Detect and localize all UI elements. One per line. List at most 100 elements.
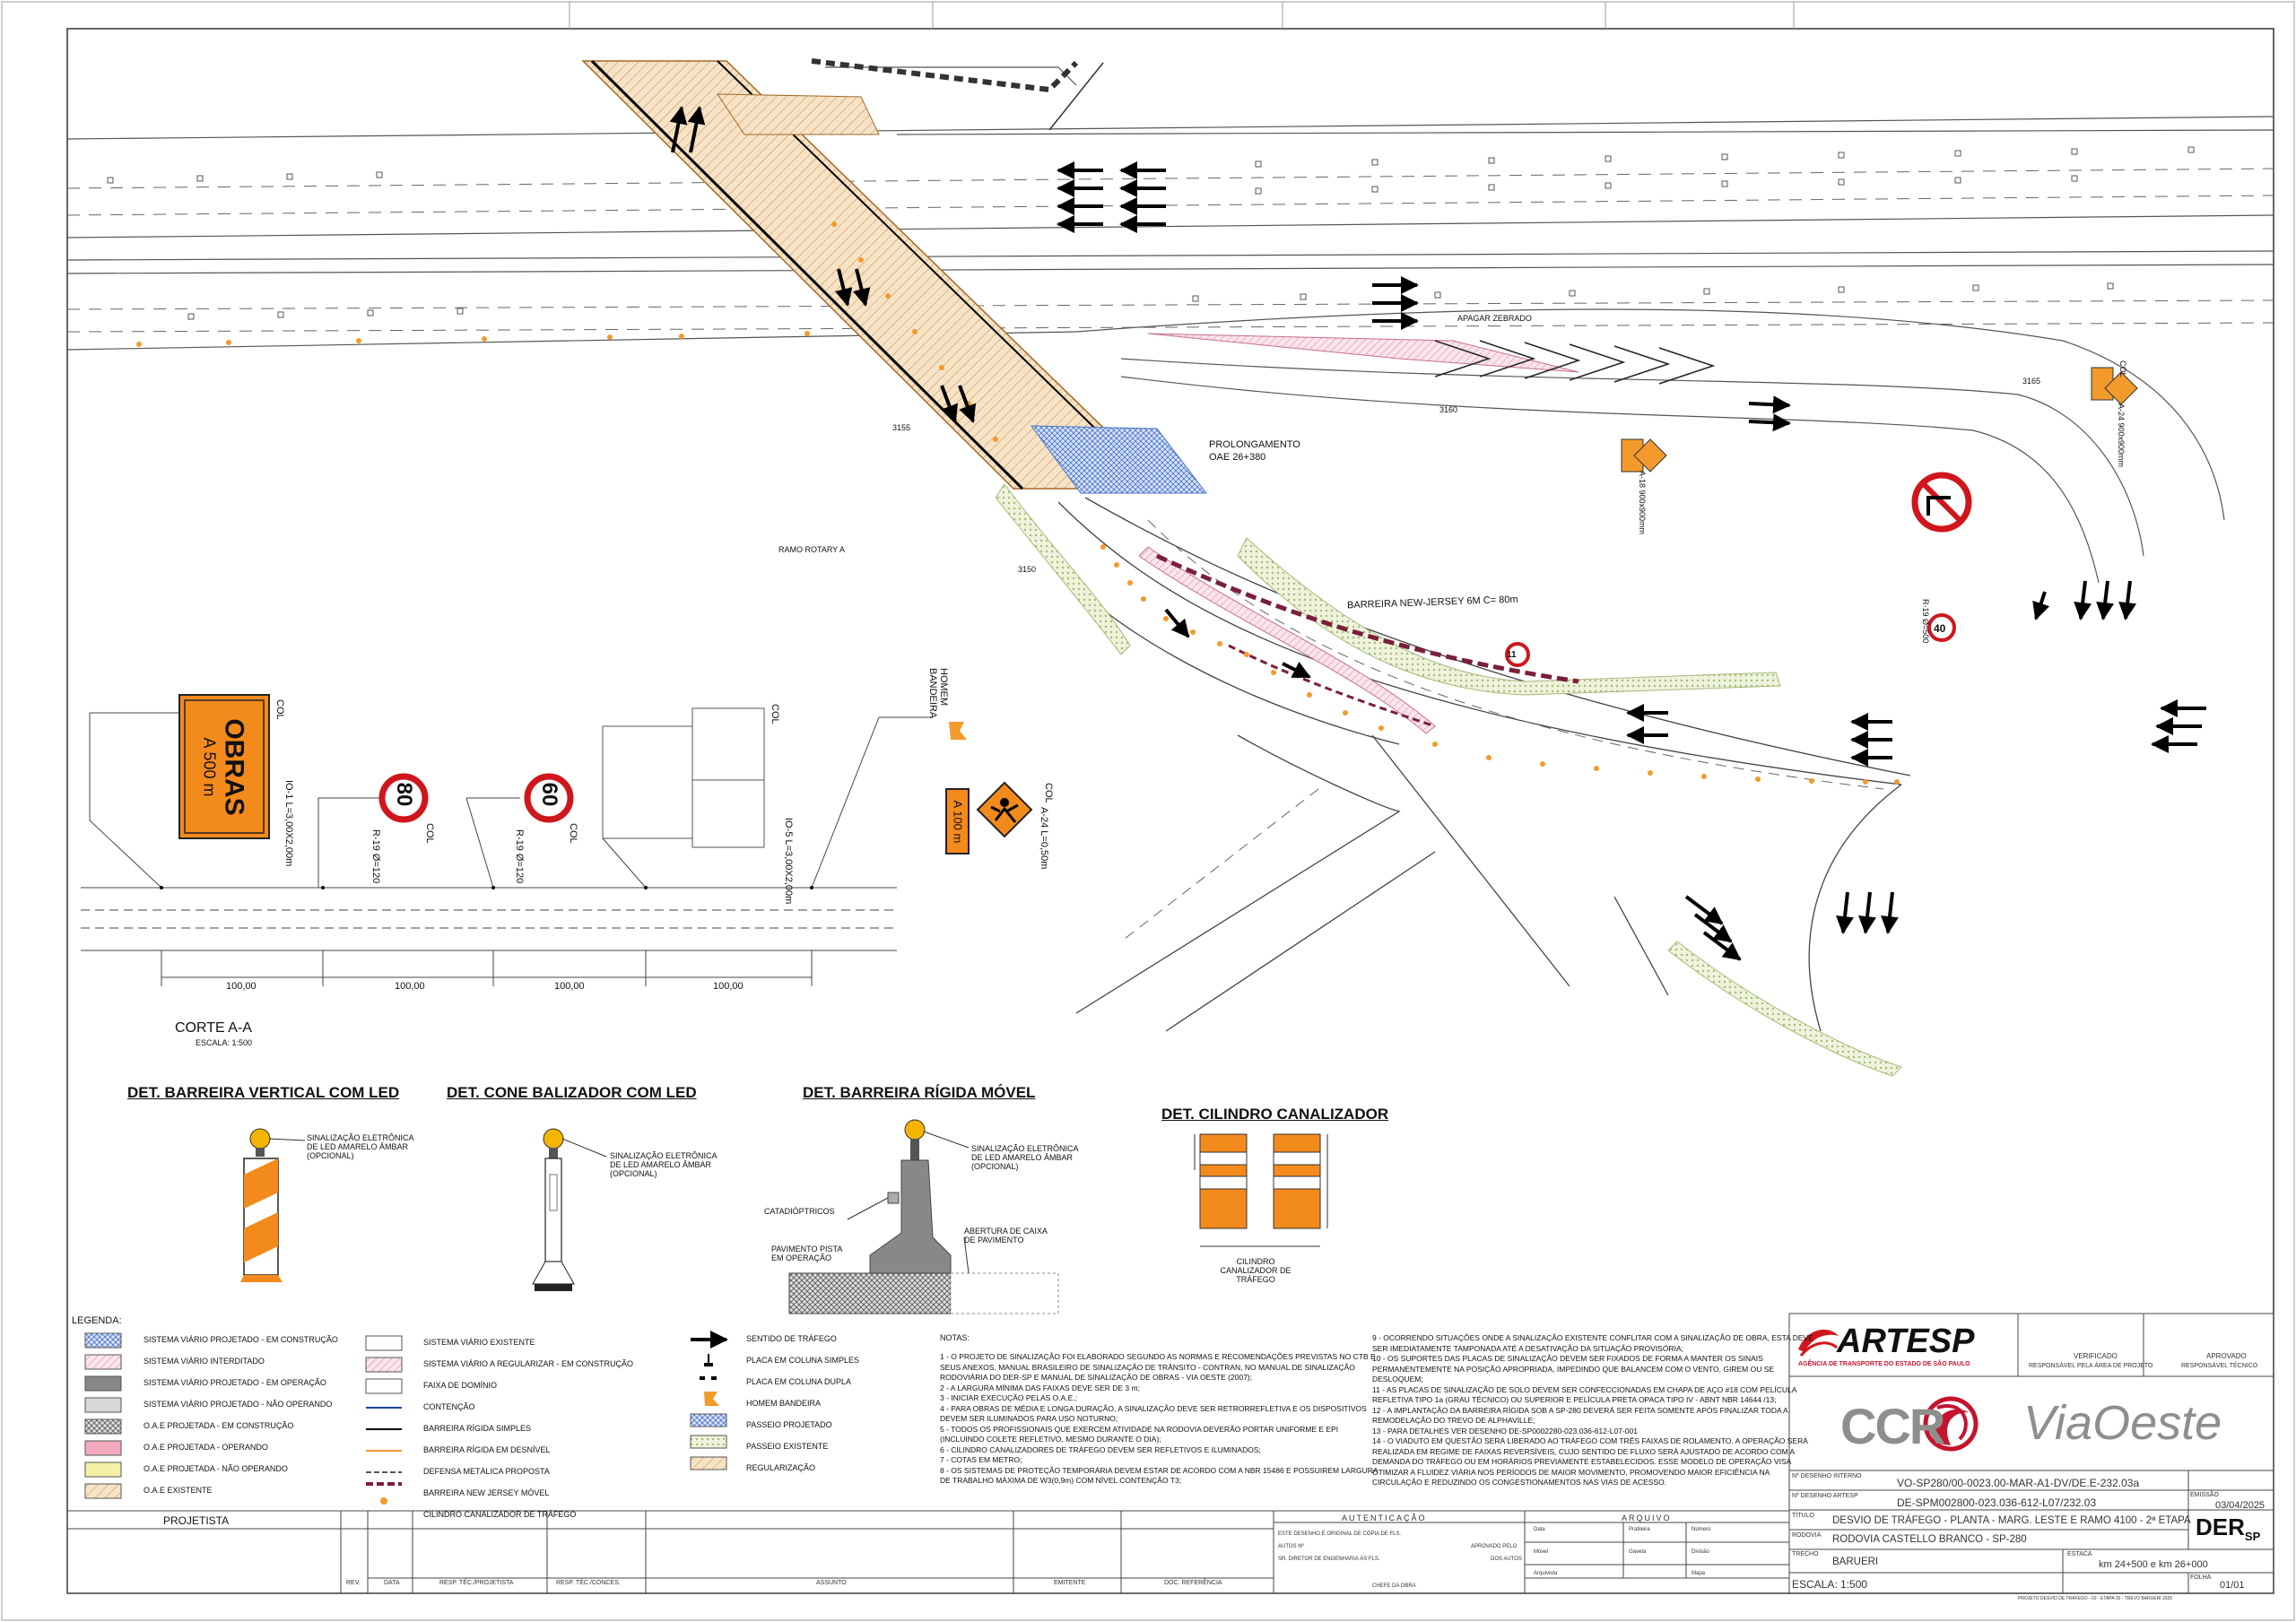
speed60-col-label: COL	[568, 823, 578, 844]
station-3165: 3165	[2022, 377, 2041, 386]
legend-item: SISTEMA VIÁRIO INTERDITADO	[144, 1357, 265, 1366]
obras-sign-title: OBRAS	[219, 717, 249, 816]
note-line: 12 - A IMPLANTAÇÃO DA BARREIRA RÍGIDA SO…	[1372, 1405, 1788, 1415]
speed-sign-80-value: 80	[392, 782, 416, 807]
note-line: 14 - O VIADUTO EM QUESTÃO SERÁ LIBERADO …	[1372, 1436, 1808, 1445]
ramo-rotary-label: RAMO ROTARY A	[778, 545, 846, 554]
led-note-3: SINALIZAÇÃO ELETRÔNICA DE LED AMARELO ÂM…	[971, 1144, 1079, 1171]
note-line: 10 - OS SUPORTES DAS PLACAS DE SINALIZAÇ…	[1372, 1354, 1763, 1363]
legend-item: O.A.E PROJETADA - OPERANDO	[144, 1443, 268, 1452]
legend-item: DEFENSA METÁLICA PROPOSTA	[423, 1467, 550, 1476]
arquivo-header: ARQUIVO	[1622, 1514, 1672, 1522]
note-line: REALIZADA EM REGIME DE FAIXAS REVERSÍVEI…	[1372, 1446, 1796, 1456]
col-emitente: EMITENTE	[1054, 1580, 1086, 1586]
station-3160: 3160	[1439, 405, 1458, 414]
aut-line-2: AUTOS Nº	[1278, 1544, 1304, 1549]
prolongamento-label-1: PROLONGAMENTO	[1209, 439, 1300, 450]
n-interno-value: VO-SP280/00-0023.00-MAR-A1-DV/DE.E-232.0…	[1897, 1477, 2140, 1489]
sign-r19-label: R-19 Ø=500	[1921, 599, 1930, 644]
legend-item: PASSEIO PROJETADO	[746, 1420, 832, 1429]
speed-sign-plan-40: 40	[1934, 622, 1946, 635]
io5-label: IO-5 L=3,00X2,00m	[783, 818, 794, 905]
col-rev: REV.	[346, 1580, 361, 1586]
legend-item: BARREIRA RÍGIDA EM DESNÍVEL	[423, 1445, 551, 1454]
note-line: 7 - COTAS EM METRO;	[940, 1455, 1022, 1464]
station-3155: 3155	[892, 423, 911, 432]
speed80-col-label: COL	[424, 823, 435, 844]
autenticacao-header: AUTENTICAÇÃO	[1342, 1514, 1427, 1522]
note-line: PERMANENTEMENTE NA POSIÇÃO APROPRIADA, I…	[1372, 1364, 1775, 1374]
notes-left-column: 1 - O PROJETO DE SINALIZAÇÃO FOI ELABORA…	[940, 1352, 1378, 1487]
escala-value: ESCALA: 1:500	[1792, 1578, 1868, 1591]
legend-item: SISTEMA VIÁRIO PROJETADO - EM OPERAÇÃO	[144, 1378, 326, 1387]
folha-value: 01/01	[2220, 1580, 2245, 1591]
speed-sign-60-value: 60	[537, 782, 561, 807]
a24-label: A-24 L=0,50m	[1039, 807, 1049, 870]
der-sp-text: SP	[2244, 1530, 2261, 1544]
n-artesp-label: Nº DESENHO ARTESP	[1792, 1493, 1858, 1499]
note-line: DE TRABALHO MÁXIMA DE W3(0,9m) COM NÍVEL…	[940, 1476, 1182, 1485]
legend-item: CONTENÇÃO	[423, 1402, 475, 1411]
projetista-label: PROJETISTA	[163, 1514, 230, 1527]
artesp-logo-text: ARTESP	[1837, 1323, 1975, 1360]
note-line: REMODELAÇÃO DO TREVO DE ALPHAVILLE;	[1372, 1416, 1535, 1425]
col-resp-tec-conces: RESP. TÉC./CONCES.	[556, 1580, 621, 1586]
note-line: DESLOQUEM;	[1372, 1375, 1423, 1383]
col-doc-referencia: DOC. REFERÊNCIA	[1164, 1580, 1222, 1586]
legend-item: HOMEM BANDEIRA	[746, 1399, 822, 1408]
viaoeste-logo-text: ViaOeste	[2023, 1396, 2222, 1450]
note-line: OTIMIZAR A FLUIDEZ VIÁRIA NOS PERÍODOS D…	[1372, 1467, 1770, 1477]
led-note-1: SINALIZAÇÃO ELETRÔNICA DE LED AMARELO ÂM…	[307, 1133, 414, 1160]
legend-item: PASSEIO EXISTENTE	[746, 1442, 829, 1451]
a100-sign-text: A 100 m	[951, 800, 965, 843]
trecho-value: BARUERI	[1832, 1557, 1879, 1567]
station-3150: 3150	[1018, 565, 1037, 574]
io5-col-label: COL	[770, 704, 780, 724]
detail-barreira-vertical-title: DET. BARREIRA VERTICAL COM LED	[127, 1084, 400, 1101]
corte-scale: ESCALA: 1:500	[196, 1038, 253, 1047]
verificado-sub: RESPONSÁVEL PELA ÁREA DE PROJETO	[2029, 1363, 2153, 1369]
legend-item: PLACA EM COLUNA DUPLA	[746, 1377, 852, 1386]
rodovia-label: RODOVIA	[1792, 1532, 1822, 1539]
legend-item: O.A.E PROJETADA - NÃO OPERANDO	[144, 1464, 288, 1473]
arq-divisao: Divisão	[1692, 1549, 1709, 1555]
aut-line-3: SR. DIRETOR DE ENGENHARIA ÀS FLS.	[1278, 1557, 1380, 1562]
note-line: SER IMEDIATAMENTE TAMPONADA ATÉ A DESATI…	[1372, 1343, 1683, 1353]
note-line: 11 - AS PLACAS DE SINALIZAÇÃO DE SOLO DE…	[1372, 1384, 1797, 1394]
note-line: (INCLUINDO COLETE REFLETIVO, MESMO DURAN…	[940, 1435, 1161, 1444]
verificado-label: VERIFICADO	[2074, 1352, 2118, 1360]
aprovado-label: APROVADO	[2206, 1352, 2247, 1360]
estaca-value: km 24+500 e km 26+000	[2099, 1559, 2208, 1570]
note-line: 4 - PARA OBRAS DE MÉDIA E LONGA DURAÇÃO,…	[940, 1403, 1367, 1413]
r19-60-label: R-19 Ø=120	[514, 829, 525, 884]
col-data: DATA	[384, 1580, 400, 1586]
chefe-da-obra: CHEFE DA OBRA	[1372, 1583, 1416, 1589]
note-line: DEVEM SER ILUMINADOS PARA USO NOTURNO;	[940, 1414, 1118, 1423]
led-note-2: SINALIZAÇÃO ELETRÔNICA DE LED AMARELO ÂM…	[610, 1151, 718, 1178]
r19-80-label: R-19 Ø=120	[370, 829, 381, 884]
aut-line-1: ESTE DESENHO É ORIGINAL DE CÓPIA DE FLS.	[1278, 1531, 1402, 1537]
note-line: 2 - A LARGURA MÍNIMA DAS FAIXAS DEVE SER…	[940, 1383, 1140, 1392]
note-line: DEMANDA DO TRÁFEGO OU EM HORÁRIOS PREVIA…	[1372, 1457, 1792, 1466]
der-text: DER	[2196, 1514, 2245, 1540]
der-logo-text: DERSP	[2196, 1514, 2260, 1543]
note-line: 3 - INICIAR EXECUÇÃO PELAS O.A.E.;	[940, 1393, 1078, 1402]
note-line: CIRCULAÇÃO E REDUZINDO OS CONGESTIONAMEN…	[1372, 1478, 1667, 1487]
note-line: 9 - OCORRENDO SITUAÇÕES ONDE A SINALIZAÇ…	[1372, 1333, 1813, 1342]
ccr-logo-text: CCR	[1840, 1398, 1945, 1454]
legend-title: LEGENDA:	[72, 1315, 122, 1326]
legend-item: O.A.E PROJETADA - EM CONSTRUÇÃO	[144, 1421, 294, 1430]
sign-a18-label: A-18 900x900mm	[1638, 471, 1647, 535]
speed-sign-plan-1: 11	[1507, 650, 1517, 660]
n-interno-label: Nº DESENHO INTERNO	[1792, 1473, 1862, 1479]
legend-item: SISTEMA VIÁRIO EXISTENTE	[423, 1338, 535, 1347]
note-line: 8 - OS SISTEMAS DE PROTEÇÃO TEMPORÁRIA D…	[940, 1465, 1378, 1475]
estaca-label: ESTACA	[2067, 1551, 2092, 1557]
artesp-subtitle: AGÊNCIA DE TRANSPORTE DO ESTADO DE SÃO P…	[1798, 1361, 1970, 1367]
legend-item: SISTEMA VIÁRIO PROJETADO - EM CONSTRUÇÃO	[144, 1335, 338, 1344]
prolongamento-label-2: OAE 26+380	[1209, 452, 1266, 463]
obras-sign-label: IO-1 L=3,00X2,00m	[283, 780, 294, 867]
notes-title: NOTAS:	[940, 1333, 970, 1342]
note-line: RODOVIÁRIA DO DER-SP E MANUAL DE SINALIZ…	[940, 1373, 1253, 1382]
